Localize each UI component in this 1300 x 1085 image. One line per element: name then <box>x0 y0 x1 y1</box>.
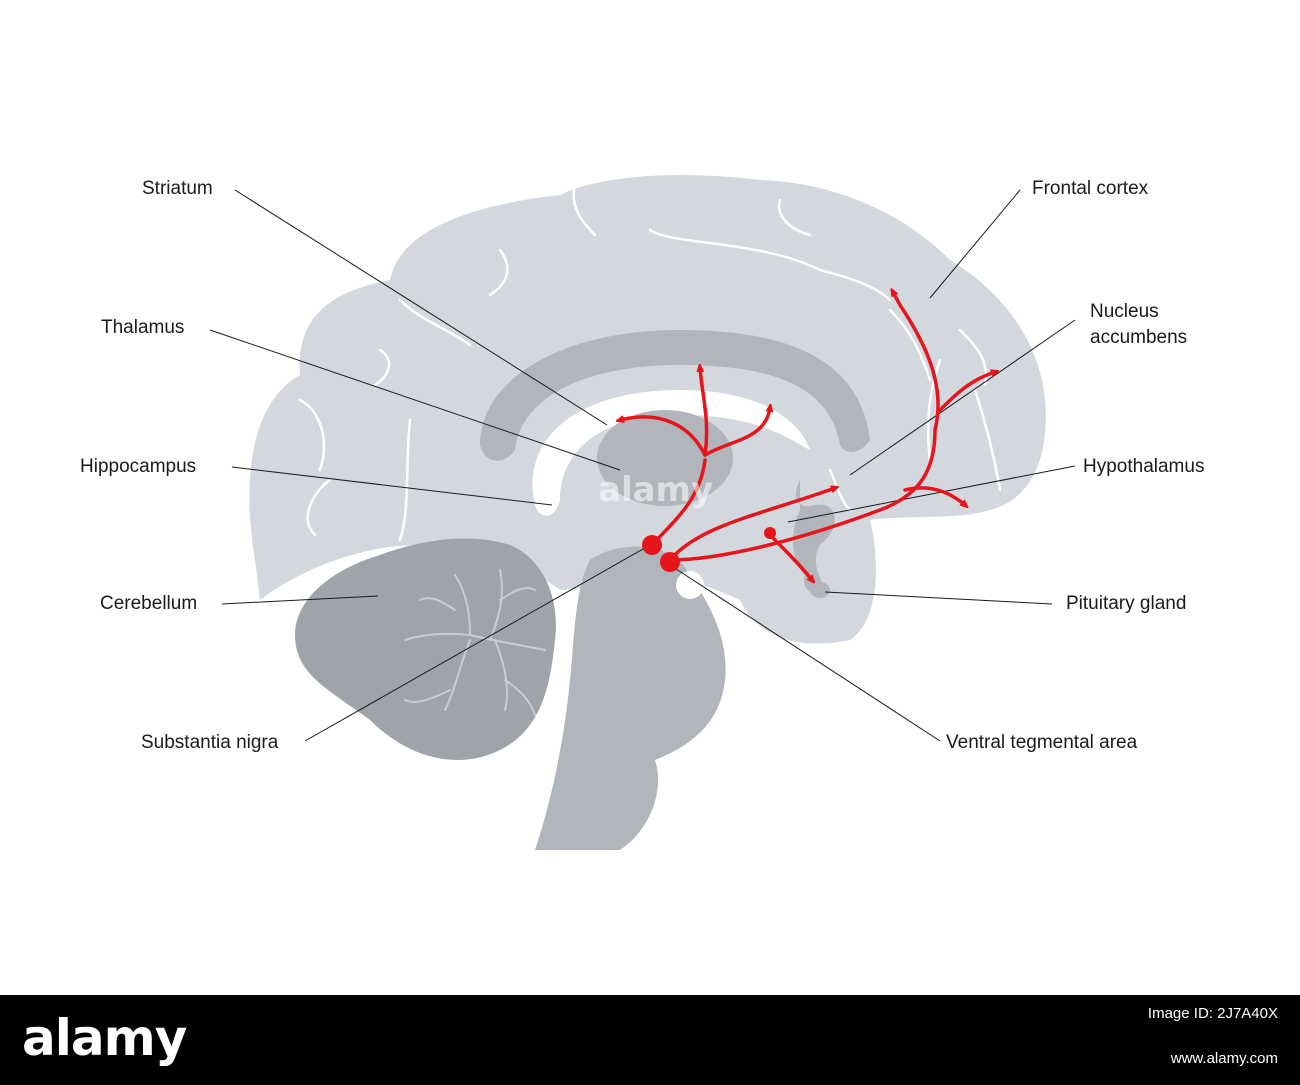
label-striatum: Striatum <box>142 178 213 199</box>
leader-vta <box>669 564 941 742</box>
dopamine-pathways <box>620 292 995 580</box>
footer-bar: alamy Image ID: 2J7A40X www.alamy.com <box>0 995 1300 1085</box>
site-url: www.alamy.com <box>1170 1050 1278 1067</box>
pathway-to-orbitofrontal <box>903 486 965 505</box>
pathway-to-striatum-right <box>703 408 770 457</box>
nigrostriatal-trunk <box>650 458 707 547</box>
substantia-nigra-node <box>642 535 662 555</box>
leader-hippocampus <box>231 466 553 506</box>
vta-node <box>660 552 680 572</box>
hypothalamus-shape <box>793 480 835 595</box>
leader-nucleus-accumbens <box>849 319 1076 476</box>
mesolimbic-path <box>668 488 835 562</box>
leader-frontal-cortex <box>929 189 1021 299</box>
leader-thalamus <box>209 329 621 471</box>
leader-pituitary <box>824 591 1053 605</box>
cerebellum-shape <box>295 538 556 760</box>
pathway-to-striatum-left <box>620 417 707 457</box>
leader-lines <box>209 189 1076 742</box>
leader-cerebellum <box>221 595 379 605</box>
alamy-logo: alamy <box>22 1009 187 1067</box>
label-nucleus-accumbens-line2: accumbens <box>1090 327 1188 348</box>
label-substantia-nigra: Substantia nigra <box>141 732 279 753</box>
brain-diagram <box>209 175 1076 850</box>
brainstem <box>535 546 726 850</box>
corpus-callosum <box>480 330 870 461</box>
label-pituitary-gland: Pituitary gland <box>1066 593 1187 614</box>
label-ventral-tegmental-area: Ventral tegmental area <box>946 732 1138 753</box>
hypothalamus-node <box>764 527 776 539</box>
watermark-text: alamy <box>598 470 714 510</box>
pituitary-shape <box>810 582 830 598</box>
aqueduct-hole <box>676 571 704 599</box>
diagram-stage: alamy Striatum Thalamus Hippocampus Cere… <box>80 175 1205 850</box>
pathway-to-striatum-up <box>700 368 709 457</box>
tuberoinfundibular-path <box>768 533 812 580</box>
mesocortical-trunk <box>668 428 937 562</box>
leader-striatum <box>234 189 608 426</box>
leader-substantia-nigra <box>304 544 651 742</box>
label-thalamus: Thalamus <box>101 317 185 338</box>
label-hippocampus: Hippocampus <box>80 456 197 477</box>
label-frontal-cortex: Frontal cortex <box>1032 178 1149 199</box>
leader-hypothalamus <box>787 465 1076 523</box>
label-cerebellum: Cerebellum <box>100 593 198 614</box>
pathway-to-frontal-cortex <box>893 292 940 432</box>
image-id-block: Image ID: 2J7A40X <box>1148 1005 1278 1024</box>
label-nucleus-accumbens-line1: Nucleus <box>1090 301 1159 322</box>
image-id-text: Image ID: 2J7A40X <box>1147 1005 1278 1022</box>
arbor-vitae <box>404 569 546 716</box>
pathway-to-prefrontal <box>938 372 995 412</box>
label-hypothalamus: Hypothalamus <box>1083 456 1205 477</box>
